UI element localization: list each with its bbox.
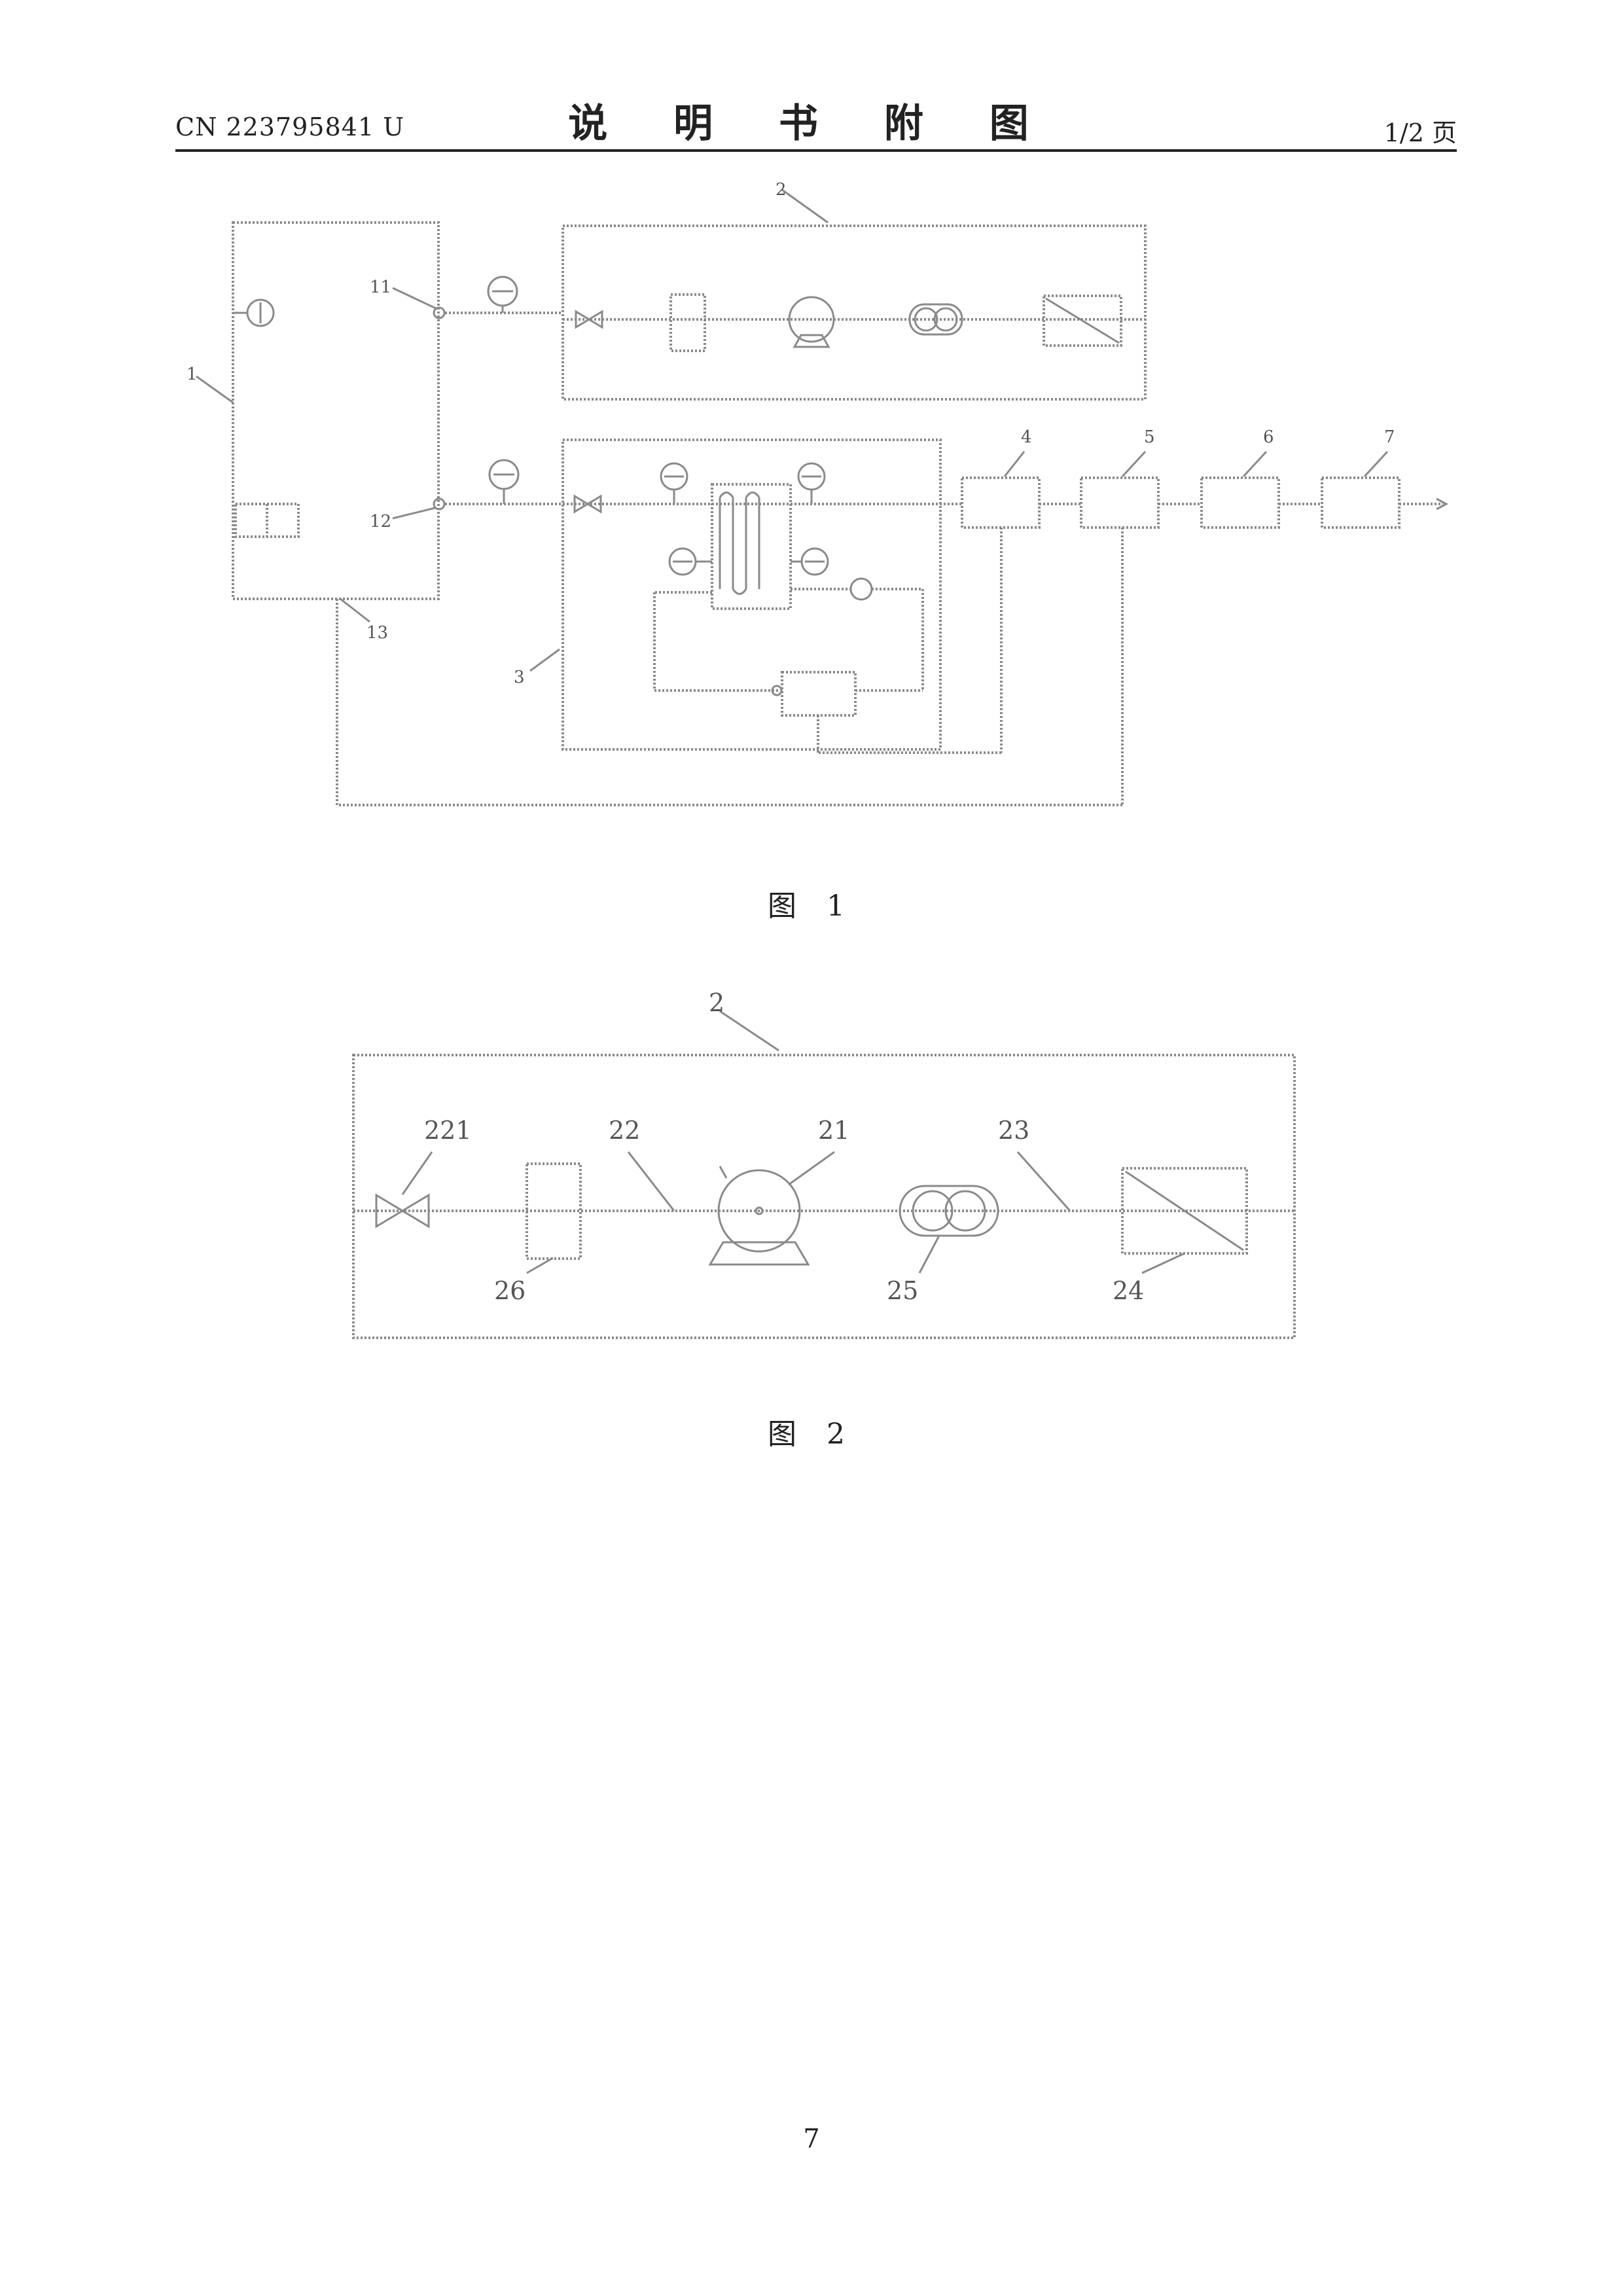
label-2: 2 xyxy=(776,180,787,200)
fig2-label-24: 24 xyxy=(1113,1276,1144,1305)
label-11: 11 xyxy=(370,278,391,297)
unit-5 xyxy=(1081,478,1158,528)
label-1: 1 xyxy=(187,365,198,384)
unit-7 xyxy=(1322,478,1399,528)
fig2-label-2: 2 xyxy=(709,988,724,1017)
chiller-unit xyxy=(782,672,855,715)
tank-1 xyxy=(233,223,438,599)
fig2-label-221: 221 xyxy=(424,1116,472,1145)
subsystem-3-box xyxy=(563,440,940,749)
filter-2 xyxy=(671,295,705,351)
label-12: 12 xyxy=(370,512,391,531)
fig2-label-21: 21 xyxy=(818,1116,849,1145)
label-3: 3 xyxy=(514,668,525,687)
figure-1-caption: 图 1 xyxy=(0,882,1623,924)
figure-2-caption: 图 2 xyxy=(0,1410,1623,1452)
fig2-label-25: 25 xyxy=(887,1276,918,1305)
fig2-label-22: 22 xyxy=(609,1116,640,1145)
figure-1-diagram: 1 2 11 12 13 3 4 5 6 7 xyxy=(0,0,1623,838)
label-4: 4 xyxy=(1021,427,1032,447)
unit-4 xyxy=(962,478,1039,528)
unit-6 xyxy=(1202,478,1279,528)
label-5: 5 xyxy=(1144,427,1155,447)
label-7: 7 xyxy=(1384,427,1395,447)
label-6: 6 xyxy=(1263,427,1274,447)
subsystem-2-box xyxy=(563,226,1145,399)
fig2-label-26: 26 xyxy=(494,1276,526,1305)
fig2-label-23: 23 xyxy=(998,1116,1029,1145)
page-number: 7 xyxy=(0,2124,1623,2154)
label-13: 13 xyxy=(366,623,388,643)
figure-2-diagram: 2 221 22 21 23 26 25 24 xyxy=(0,969,1623,1374)
